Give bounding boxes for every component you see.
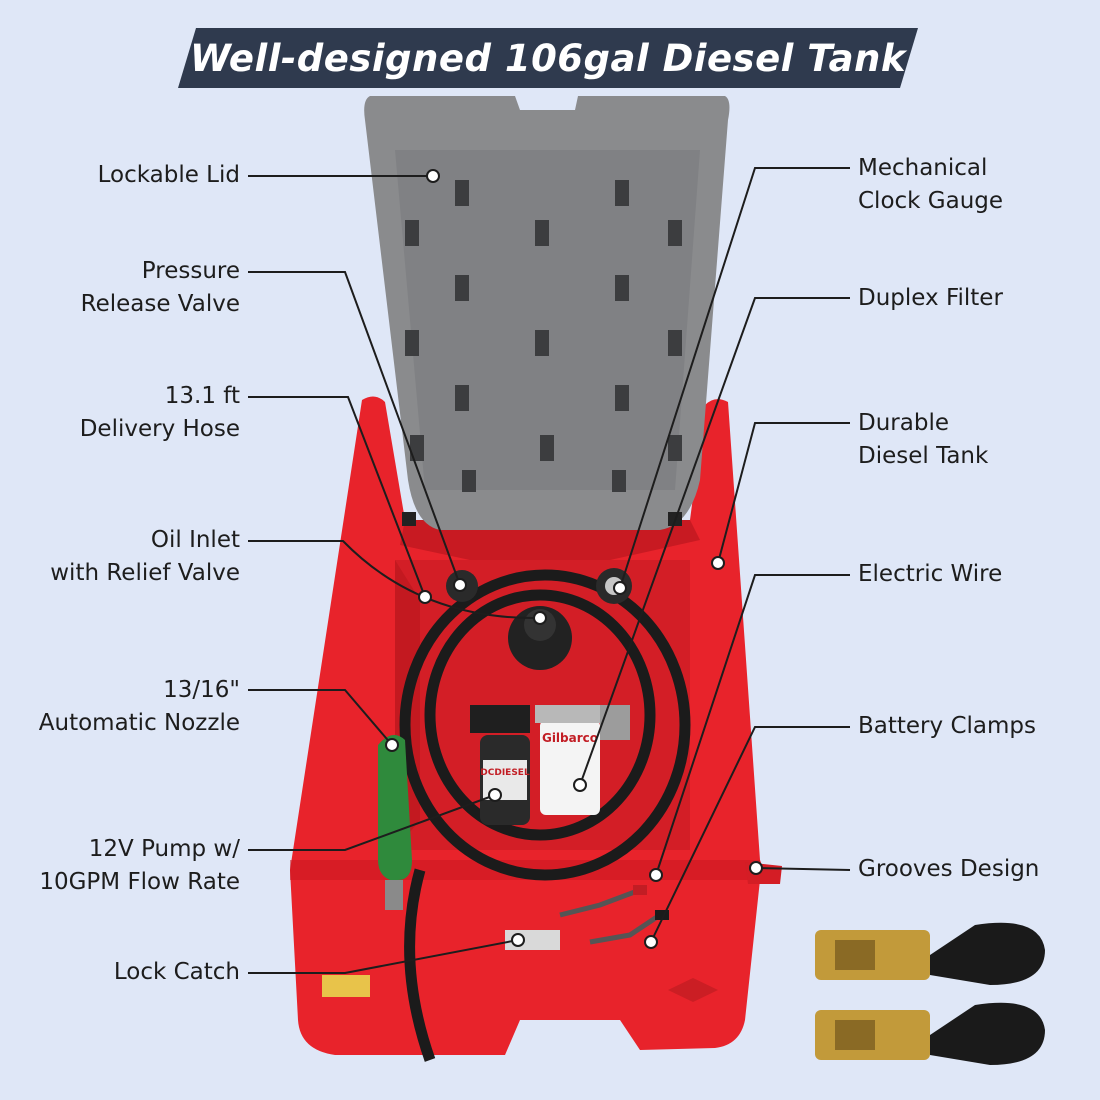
tank-lid	[364, 96, 730, 530]
callout-lines-left	[248, 175, 541, 974]
automatic-nozzle	[378, 735, 412, 910]
warning-sticker	[322, 975, 370, 997]
label-grooves-design: Grooves Design	[858, 856, 1040, 882]
label-lock-catch: Lock Catch	[113, 959, 240, 985]
callout-lines-right	[579, 167, 851, 943]
label-battery-clamps: Battery Clamps	[858, 713, 1036, 739]
label-electric-wire: Electric Wire	[858, 561, 1003, 587]
label-duplex-filter: Duplex Filter	[858, 285, 1003, 311]
label-diesel-tank: Durable Diesel Tank	[858, 410, 989, 469]
label-oil-inlet: Oil Inlet with Relief Valve	[50, 527, 240, 586]
label-pressure-release-valve: Pressure Release Valve	[80, 258, 240, 317]
page-title: Well-designed 106gal Diesel Tank	[189, 36, 907, 80]
ratchet-straps	[815, 922, 1045, 1065]
label-lockable-lid: Lockable Lid	[97, 162, 240, 188]
hazard-mark	[668, 978, 718, 1002]
pump-brand: DCDIESEL	[480, 768, 530, 778]
callout-dots	[385, 169, 763, 949]
label-pump: 12V Pump w/ 10GPM Flow Rate	[39, 836, 240, 895]
pump-assembly: DCDIESEL Gilbarco	[470, 705, 630, 825]
battery-clamps	[559, 885, 669, 945]
label-automatic-nozzle: 13/16" Automatic Nozzle	[38, 677, 240, 736]
delivery-hose-coil	[399, 569, 691, 1062]
title-banner: Well-designed 106gal Diesel Tank	[178, 28, 918, 88]
label-clock-gauge: Mechanical Clock Gauge	[858, 155, 1004, 214]
label-delivery-hose: 13.1 ft Delivery Hose	[79, 383, 240, 442]
filter-brand: Gilbarco	[542, 731, 598, 745]
